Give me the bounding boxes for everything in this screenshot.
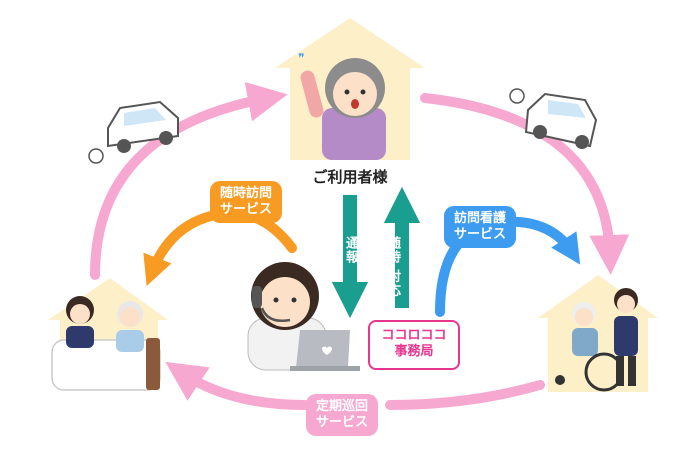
teiki-service-badge: 定期巡回 サービス <box>306 394 379 436</box>
exhaust-puff-icon <box>88 148 104 164</box>
wheelchair-house-icon <box>538 275 658 392</box>
cycle-arrow-top-left <box>90 81 288 280</box>
laptop-icon <box>290 330 360 371</box>
svg-text:❞: ❞ <box>298 51 304 65</box>
cycle-arrows <box>90 81 630 410</box>
bed-house-icon <box>48 278 168 391</box>
tsuhou-label: 通報 <box>343 236 358 264</box>
cycle-arrow-bottom <box>182 373 545 410</box>
car-icon-left <box>88 100 179 164</box>
cycle-arrow-top-right <box>420 93 630 275</box>
office-box: ココロココ 事務局 <box>368 320 460 370</box>
user-label: ご利用者様 <box>312 168 388 186</box>
car-icon-right <box>509 88 598 149</box>
zuiji-service-badge: 随時訪問 サービス <box>210 181 283 223</box>
houmon-service-badge: 訪問看護 サービス <box>444 206 517 248</box>
exhaust-puff-icon <box>509 88 525 104</box>
bed-icon <box>146 338 160 390</box>
taiou-label: 随時 対応 <box>385 236 400 298</box>
user-house-icon: ❞ <box>275 18 425 160</box>
